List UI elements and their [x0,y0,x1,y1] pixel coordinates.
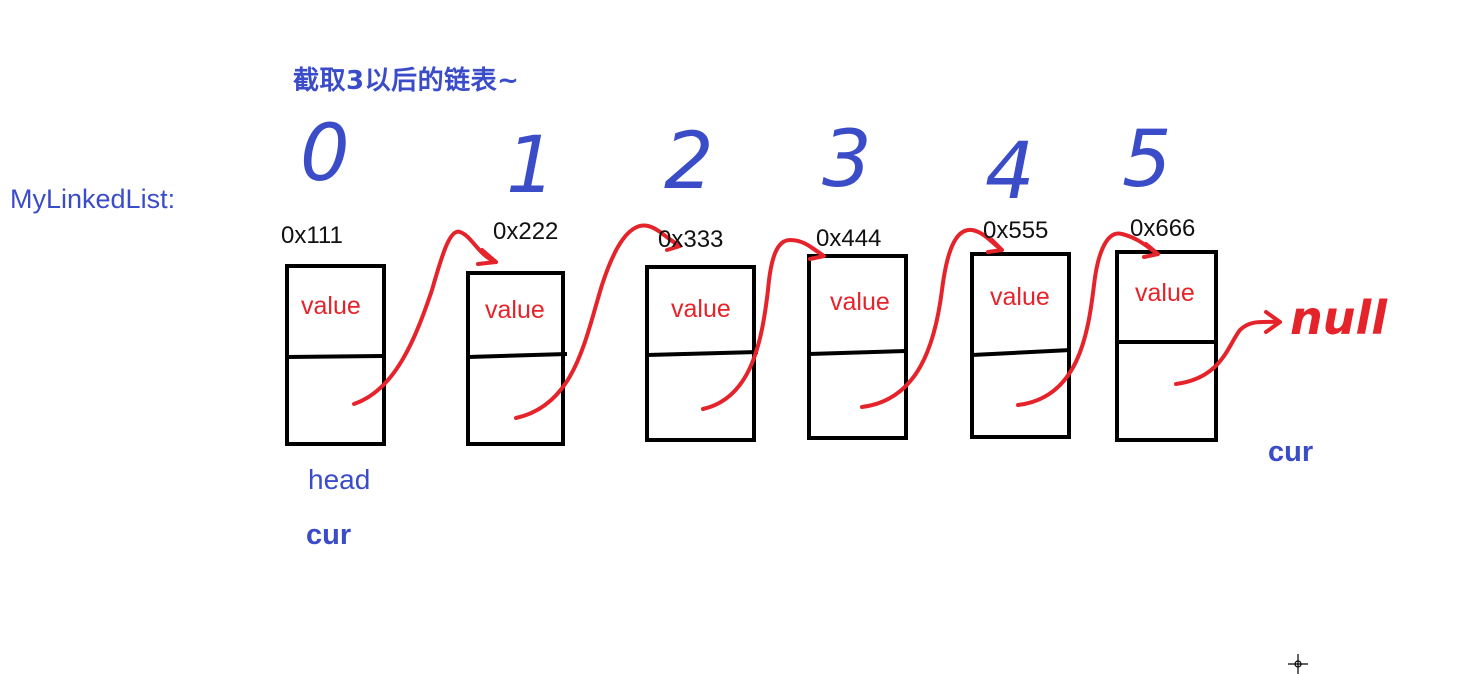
node-address: 0x222 [493,218,559,245]
index-label: 4 [985,127,1035,217]
diagram-title: 截取3以后的链表~ [293,66,520,96]
node-address: 0x111 [281,222,343,249]
null-label: null [1290,291,1388,345]
index-label: 3 [822,115,872,205]
next-pointer-arrow [1016,231,1160,407]
head-label: head [308,464,371,495]
node-address: 0x555 [983,217,1049,244]
node-address: 0x444 [816,225,882,252]
node-box [970,252,1072,439]
index-label: 0 [300,109,350,199]
next-pointer-arrow [514,223,682,420]
node-value-label: value [485,296,545,324]
list-label: MyLinkedList: [10,184,176,214]
node-box [807,254,908,440]
node-address: 0x333 [658,226,724,253]
cur-label-start: cur [306,519,352,551]
null-pointer-arrow [1174,310,1282,386]
node-box [285,264,386,446]
cur-label-end: cur [1268,436,1314,468]
index-label: 5 [1122,115,1172,205]
node-box [645,265,759,442]
node-value-label: value [301,292,361,320]
node-value-label: value [990,283,1050,311]
index-label: 1 [506,121,556,211]
node-value-label: value [830,288,890,316]
next-pointer-arrow [701,238,826,411]
node-value-label: value [1135,279,1195,307]
next-pointer-arrow [352,229,498,406]
next-pointer-arrow [860,227,1004,409]
node-box [1115,250,1218,442]
node-address: 0x666 [1130,215,1196,242]
crosshair-icon [1288,654,1308,674]
node-value-label: value [671,295,731,323]
index-label: 2 [664,117,714,207]
node-box [466,271,568,446]
